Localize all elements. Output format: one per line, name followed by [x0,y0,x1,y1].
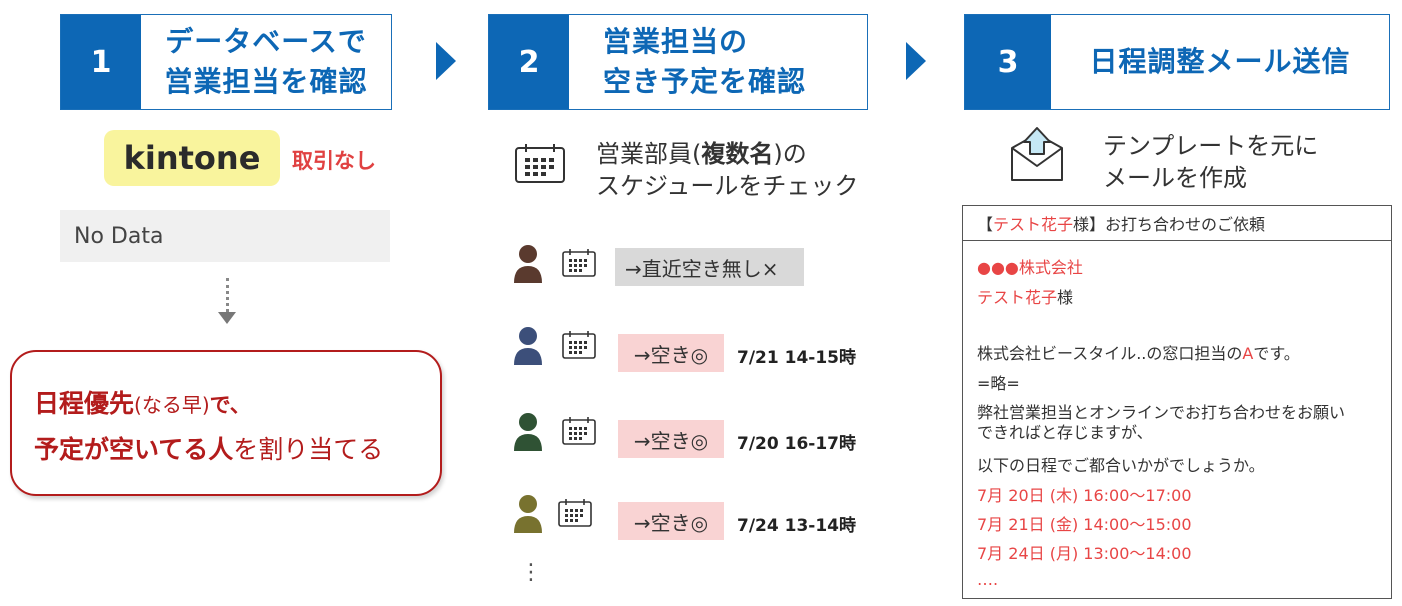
schedule-description-line-2: スケジュールをチェック [596,172,859,200]
calendar-icon [557,498,593,532]
step-number: 1 [61,15,141,109]
email-subject: 【テスト花子様】お打ち合わせのご依頼 [963,206,1391,241]
email-preview: 【テスト花子様】お打ち合わせのご依頼 ●●●株式会社 テスト花子様 株式会社ビー… [962,205,1392,599]
person-avatar-icon [512,494,544,538]
recipient-suffix: 様 [1057,288,1074,307]
priority-emphasis: 予定が空いてる人 [34,435,234,464]
step-number: 3 [965,15,1051,109]
availability-status: →直近空き無し× [615,248,804,286]
email-company: ●●●株式会社 [977,258,1083,277]
description-text: )の [773,140,807,168]
step-title-line: 日程調整メール送信 [1089,45,1351,78]
email-intro: 株式会社ビースタイル..の窓口担当のAです。 [977,340,1300,364]
email-ellipsis: …. [977,570,999,589]
template-description: テンプレートを元に メールを作成 [1103,130,1318,194]
email-date-option: 7月 20日 (木) 16:00～17:00 [977,486,1192,505]
subject-recipient: テスト花子 [993,215,1074,234]
step-2-header: 2 営業担当の空き予定を確認 [488,14,868,110]
no-data-box: No Data [60,210,390,262]
step-title-line: 営業担当を確認 [164,65,368,98]
calendar-icon [512,142,568,190]
step-number: 2 [489,15,569,109]
step-1-header: 1 データベースで営業担当を確認 [60,14,392,110]
email-body-line: 以下の日程でご都合いかがでしょうか。 [977,456,1265,475]
schedule-description-line-1: 営業部員(複数名)の [596,138,858,170]
no-data-text: No Data [74,223,164,249]
description-text: 営業部員( [596,140,702,168]
step-title-line: 営業担当の [603,25,749,58]
intro-contact: A [1242,344,1254,363]
intro-text: です。 [1253,344,1300,363]
priority-line-2: 予定が空いてる人を割り当てる [34,430,383,466]
available-slot-time: 7/20 16-17時 [737,434,856,454]
person-avatar-icon [512,326,544,370]
availability-status: →空き◎ [618,502,724,540]
availability-status: →空き◎ [618,334,724,372]
dotted-arrow-line [226,278,229,312]
description-emphasis: 複数名 [701,140,774,168]
priority-line-1: 日程優先(なる早)で、 [34,384,251,420]
intro-text: 株式会社ビースタイル..の窓口担当の [977,344,1243,363]
priority-text: で、 [209,393,251,417]
subject-text: 様】お打ち合わせのご依頼 [1073,215,1266,234]
priority-text: (なる早) [134,393,210,417]
subject-text: 【 [977,215,994,234]
flow-arrow-icon [436,42,456,80]
available-slot-time: 7/21 14-15時 [737,348,856,368]
step-title-line: 空き予定を確認 [603,65,807,98]
calendar-icon [561,248,597,282]
email-omitted: =略= [977,374,1020,393]
step-title: 営業担当の空き予定を確認 [569,15,867,109]
template-description-line-2: メールを作成 [1103,164,1247,192]
calendar-icon [561,416,597,450]
template-description-line-1: テンプレートを元に [1103,132,1319,160]
available-slot-time: 7/24 13-14時 [737,516,856,536]
arrow-down-icon [218,312,236,324]
priority-emphasis: 日程優先 [34,389,135,418]
priority-text: を割り当てる [233,435,384,464]
mail-upload-icon [1008,124,1066,188]
email-body-line: 弊社営業担当とオンラインでお打ち合わせをお願い [977,403,1346,422]
email-recipient: テスト花子様 [977,284,1073,308]
kintone-badge: kintone [104,130,280,186]
no-deal-label: 取引なし [292,149,376,173]
email-date-option: 7月 24日 (月) 13:00～14:00 [977,544,1192,563]
step-title: データベースで営業担当を確認 [141,15,391,109]
more-members-indicator: ⋮ [520,560,542,585]
step-3-header: 3 日程調整メール送信 [964,14,1390,110]
email-body-line: できればと存じますが、 [977,423,1153,442]
step-title-line: データベースで [165,25,367,58]
flow-arrow-icon [906,42,926,80]
person-avatar-icon [512,412,544,456]
availability-status: →空き◎ [618,420,724,458]
priority-callout: 日程優先(なる早)で、 予定が空いてる人を割り当てる [10,350,442,496]
person-avatar-icon [512,244,544,288]
recipient-name: テスト花子 [977,288,1058,307]
email-date-option: 7月 21日 (金) 14:00～15:00 [977,515,1192,534]
step-title: 日程調整メール送信 [1051,15,1389,109]
schedule-description: 営業部員(複数名)の スケジュールをチェック [596,138,858,202]
calendar-icon [561,330,597,364]
